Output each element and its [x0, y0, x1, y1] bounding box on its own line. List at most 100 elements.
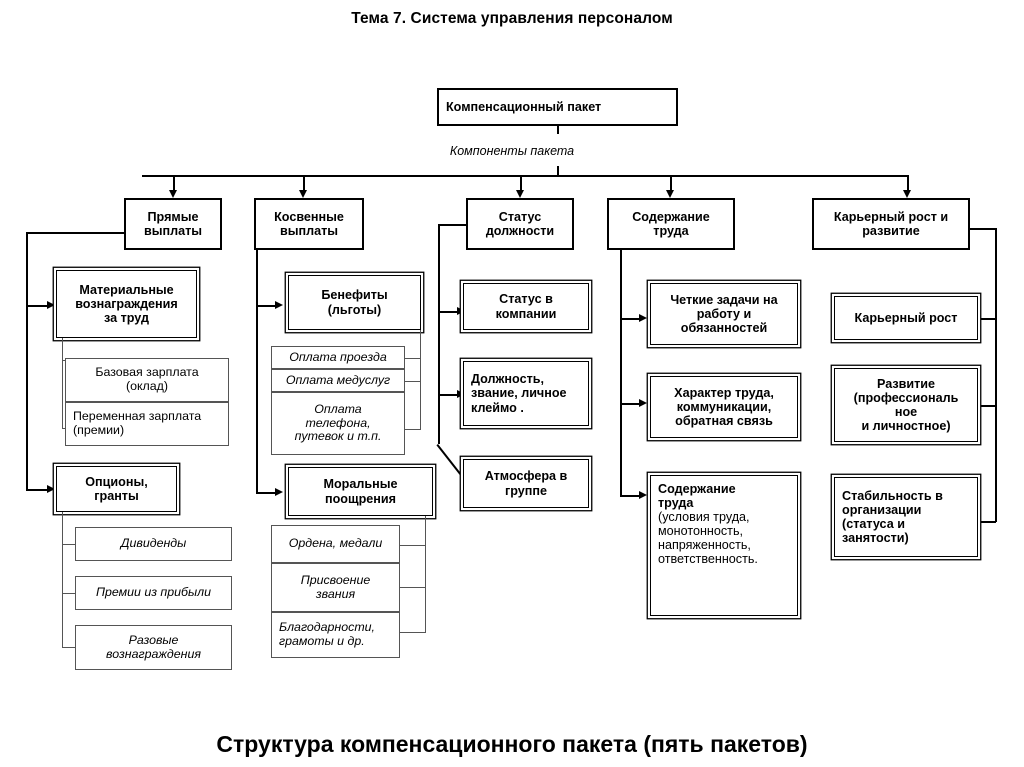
col4-item-2-label: Характер труда, коммуникации, обратная с… [651, 386, 797, 428]
col5-trunk [995, 228, 997, 522]
col1-group2-box: Опционы, гранты [56, 466, 177, 512]
arrow-right-col3-1 [457, 306, 465, 315]
col3-trunk [438, 224, 440, 444]
col3-item-2-line1: Должность, [471, 372, 544, 387]
col1-g2-item-link-2 [62, 593, 76, 594]
col4-item-2: Характер труда, коммуникации, обратная с… [650, 376, 798, 438]
col1-group1-label: Материальные вознаграждения за труд [57, 283, 196, 325]
col2-trunk [256, 250, 258, 493]
col4-content-text-1: (условия труда, [658, 510, 750, 525]
col1-g2-item-3-line2: вознаграждения [106, 646, 201, 661]
col2-group2-box: Моральные поощрения [288, 467, 433, 516]
col1-g1-item-2: Переменная зарплата (премии) [65, 402, 229, 446]
col4-item-1-line2: работу и [696, 306, 752, 321]
col1-group2-line2: гранты [94, 489, 139, 503]
category-3-line2: должности [485, 224, 555, 238]
col5-item-3-line3: (статуса и [842, 517, 905, 531]
col2-g1-item-3: Оплата телефона, путевок и т.п. [271, 392, 405, 455]
col2-g2-item-3-line1: Благодарности, [279, 620, 375, 635]
page-title: Тема 7. Система управления персоналом [351, 10, 673, 27]
col2-branch-2 [256, 492, 277, 494]
col4-item-1-line1: Четкие задачи на [670, 292, 778, 307]
col5-item-2-label: Развитие (профессиональ ное и личностное… [835, 377, 977, 433]
col2-g2-rail-link-2 [400, 587, 426, 588]
col5-trunk-top [970, 228, 996, 230]
col2-g2-item-2-label: Присвоение звания [272, 573, 399, 602]
col2-g2-item-3: Благодарности, грамоты и др. [271, 612, 400, 658]
col3-trunk-top [438, 224, 466, 226]
col5-item-2-line4: и личностное) [861, 419, 951, 434]
col5-item-2-line2: (профессиональ [853, 390, 959, 405]
arrow-right-col2-1 [275, 300, 283, 309]
col2-g1-rail-link-2 [405, 381, 421, 382]
col2-g2-item-1: Ордена, медали [271, 525, 400, 563]
col2-g2-item-1-label: Ордена, медали [288, 536, 383, 551]
col2-g2-rail-link-3 [400, 632, 426, 633]
drop-line-3 [520, 175, 522, 192]
arrow-right-col2-2 [275, 487, 283, 496]
col1-group2-label: Опционы, гранты [57, 475, 176, 503]
col2-group2-label: Моральные поощрения [289, 477, 432, 505]
col1-g2-item-3-label: Разовые вознаграждения [76, 633, 231, 662]
col3-item-3-line2: группе [505, 483, 547, 498]
bus-riser [557, 166, 559, 176]
components-label: Компоненты пакета [449, 144, 575, 158]
col1-g2-items-trunk [62, 512, 63, 648]
col4-item-2-line3: обратная связь [675, 414, 773, 429]
col1-g1-item-2-line1: Переменная зарплата [73, 409, 202, 424]
col1-g1-item-1-line1: Базовая зарплата [95, 365, 199, 380]
category-box-4: Содержание труда [607, 198, 735, 250]
col1-branch-2 [26, 489, 49, 491]
col3-branch-1 [438, 311, 459, 313]
col1-trunk [26, 232, 28, 489]
col2-group2-line1: Моральные [323, 477, 398, 492]
category-1-label: Прямые выплаты [126, 210, 220, 238]
col4-branch-3 [620, 495, 641, 497]
col2-branch-1 [256, 305, 277, 307]
category-box-5: Карьерный рост и развитие [812, 198, 970, 250]
arrow-right-col1-1 [47, 300, 55, 309]
col4-trunk [620, 250, 622, 496]
col4-content-text-3: напряженность, [658, 538, 751, 553]
col3-branch-2 [438, 394, 459, 396]
col3-item-2: Должность, звание, личное клеймо . [463, 361, 589, 426]
col5-item-3: Стабильность в организации (статуса и за… [834, 477, 978, 557]
col2-group2-line2: поощрения [324, 491, 396, 506]
category-3-line1: Статус [498, 209, 542, 224]
col5-item-1-label: Карьерный рост [854, 310, 958, 325]
col3-item-3-label: Атмосфера в группе [464, 469, 588, 497]
col5-branch-1 [975, 318, 996, 320]
category-4-line1: Содержание [632, 209, 710, 224]
col4-content-text-4: ответственность. [658, 552, 758, 567]
drop-line-1 [173, 175, 175, 192]
col5-item-2: Развитие (профессиональ ное и личностное… [834, 368, 978, 442]
col2-g1-item-1: Оплата проезда [271, 346, 405, 369]
col1-branch-1 [26, 305, 49, 307]
col2-g1-item-2: Оплата медуслуг [271, 369, 405, 392]
col1-g2-item-3: Разовые вознаграждения [75, 625, 232, 670]
col2-g1-item-3-label: Оплата телефона, путевок и т.п. [272, 402, 404, 445]
col4-item-1: Четкие задачи на работу и обязанностей [650, 283, 798, 345]
col2-group1-line2: (льготы) [327, 302, 382, 317]
col5-item-3-line1: Стабильность в [842, 488, 943, 503]
category-1-line2: выплаты [143, 224, 203, 238]
distribution-bus [142, 175, 908, 177]
category-2-line2: выплаты [279, 224, 339, 238]
category-5-label: Карьерный рост и развитие [814, 210, 968, 238]
arrow-down-4 [666, 190, 674, 198]
category-4-label: Содержание труда [609, 210, 733, 238]
col1-group1-line2: вознаграждения [75, 296, 178, 311]
col1-g2-item-1-label: Дивиденды [120, 536, 187, 551]
category-box-3: Статус должности [466, 198, 574, 250]
root-box: Компенсационный пакет [437, 88, 678, 126]
col1-g2-item-2: Премии из прибыли [75, 576, 232, 610]
col1-g1-item-2-label: Переменная зарплата (премии) [66, 409, 228, 438]
col3-item-3: Атмосфера в группе [463, 459, 589, 508]
col1-g2-item-1: Дивиденды [75, 527, 232, 561]
col5-item-1: Карьерный рост [834, 296, 978, 340]
col4-item-1-line3: обязанностей [680, 321, 768, 336]
col2-g2-items-rail [425, 516, 426, 633]
col2-g1-rail-link-1 [405, 358, 421, 359]
col4-content-bold-2: труда [658, 496, 694, 511]
